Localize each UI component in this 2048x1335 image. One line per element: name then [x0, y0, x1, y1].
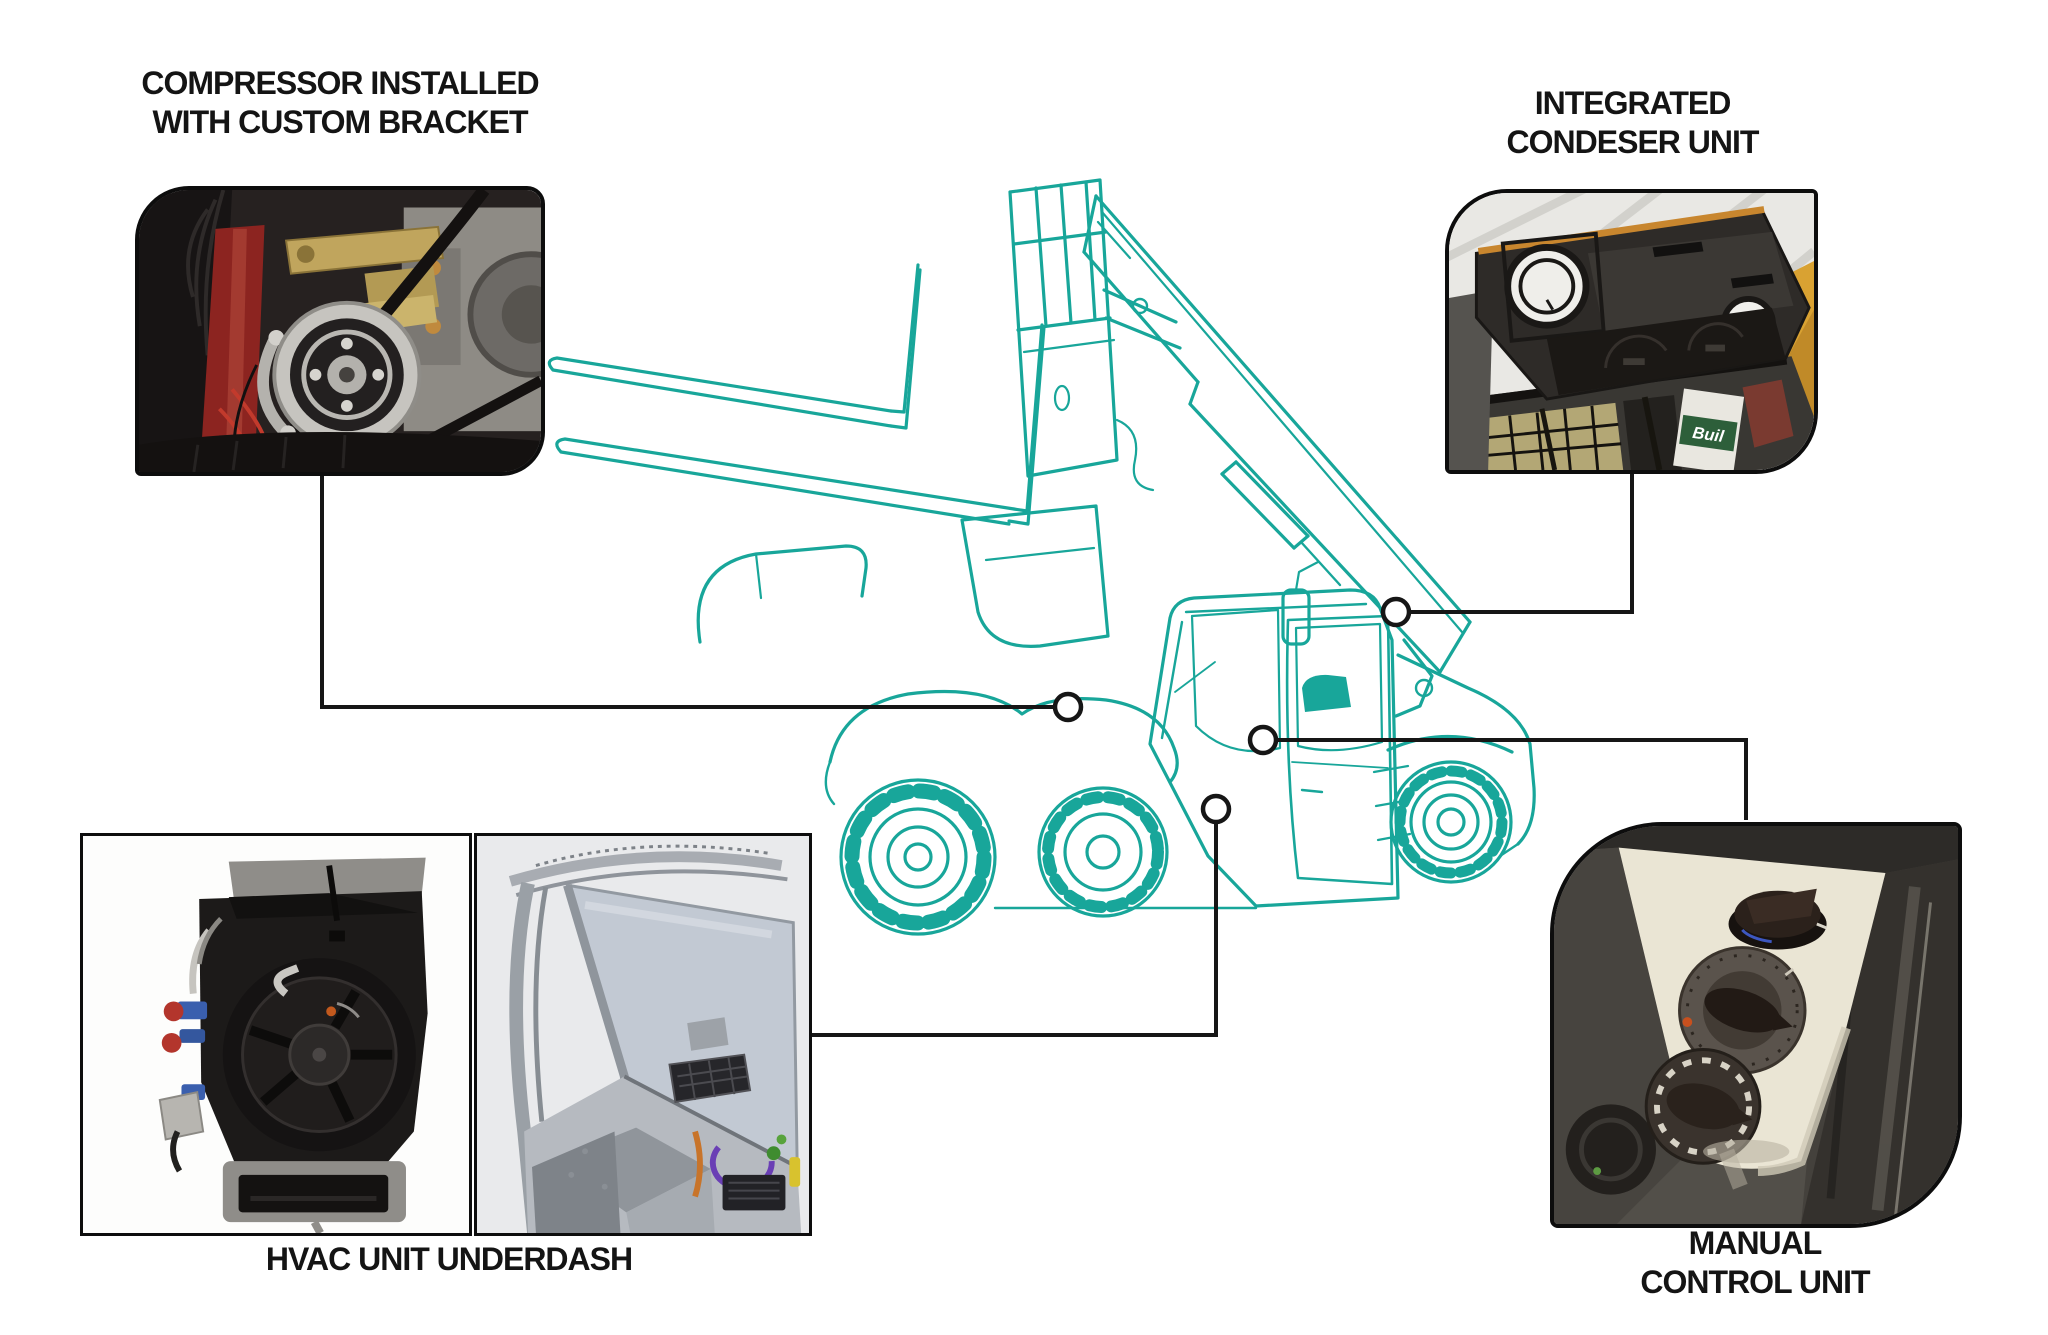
control-knob-middle: [1678, 946, 1807, 1075]
operator-cab: [1148, 560, 1400, 908]
connection-point-manual: [1247, 724, 1279, 756]
seat-silhouette: [1302, 674, 1351, 712]
condenser-title: INTEGRATED CONDESER UNIT: [1440, 84, 1825, 162]
compressor-clutch: [272, 300, 422, 449]
svg-text:Buil: Buil: [1691, 423, 1725, 446]
condenser-title-line1: INTEGRATED: [1534, 85, 1732, 121]
manual-control-photo-art: [1554, 826, 1958, 1224]
compressor-title-line1: COMPRESSOR INSTALLED: [141, 65, 539, 101]
refrigerant-fittings: [158, 917, 223, 1173]
compressor-title: COMPRESSOR INSTALLED WITH CUSTOM BRACKET: [100, 64, 580, 142]
manual-title-line2: CONTROL UNIT: [1640, 1264, 1870, 1300]
condenser-unit: [1474, 206, 1811, 401]
telescopic-boom: [1082, 194, 1472, 718]
cab-cad-render-art: [477, 836, 809, 1233]
connector-line-compressor: [320, 474, 1053, 709]
connector-line-condenser: [1411, 472, 1634, 614]
builders-sticker: Buil: [1673, 388, 1745, 470]
evaporator-filter-box: [668, 1017, 752, 1104]
blower-fan: [222, 958, 416, 1152]
control-knob-top: [1728, 888, 1828, 950]
condenser-photo-art: Buil: [1449, 193, 1814, 470]
connection-point-compressor: [1052, 691, 1084, 723]
condenser-title-line2: CONDESER UNIT: [1506, 124, 1760, 160]
compressor-photo: [135, 186, 545, 476]
manual-title-line1: MANUAL: [1688, 1225, 1823, 1261]
connection-point-hvac: [1200, 793, 1232, 825]
fork-carriage: [1008, 178, 1155, 492]
condenser-photo: Buil: [1445, 189, 1818, 474]
front-left-wheel: [839, 778, 997, 936]
cab-cad-render-photo: [474, 833, 812, 1236]
hvac-install-parts: [692, 1130, 801, 1211]
manual-title: MANUAL CONTROL UNIT: [1545, 1224, 1965, 1302]
connector-line-hvac: [810, 824, 1218, 1037]
telehandler-line-art: [547, 178, 1536, 936]
connector-line-manual: [1277, 738, 1748, 820]
rear-wheel: [1389, 760, 1513, 884]
front-right-wheel: [1037, 786, 1169, 918]
manual-control-photo: [1550, 822, 1962, 1228]
cab-below-condenser: Buil: [1449, 355, 1814, 470]
compressor-title-line2: WITH CUSTOM BRACKET: [152, 104, 528, 140]
connection-point-condenser: [1380, 596, 1412, 628]
compressor-photo-art: [139, 190, 541, 472]
pallet-forks: [547, 263, 1046, 526]
hvac-unit-photo: [80, 833, 472, 1236]
hvac-title: HVAC UNIT UNDERDASH: [265, 1241, 633, 1277]
control-knob-bottom: [1644, 1048, 1790, 1190]
hvac-unit-photo-art: [83, 836, 469, 1233]
